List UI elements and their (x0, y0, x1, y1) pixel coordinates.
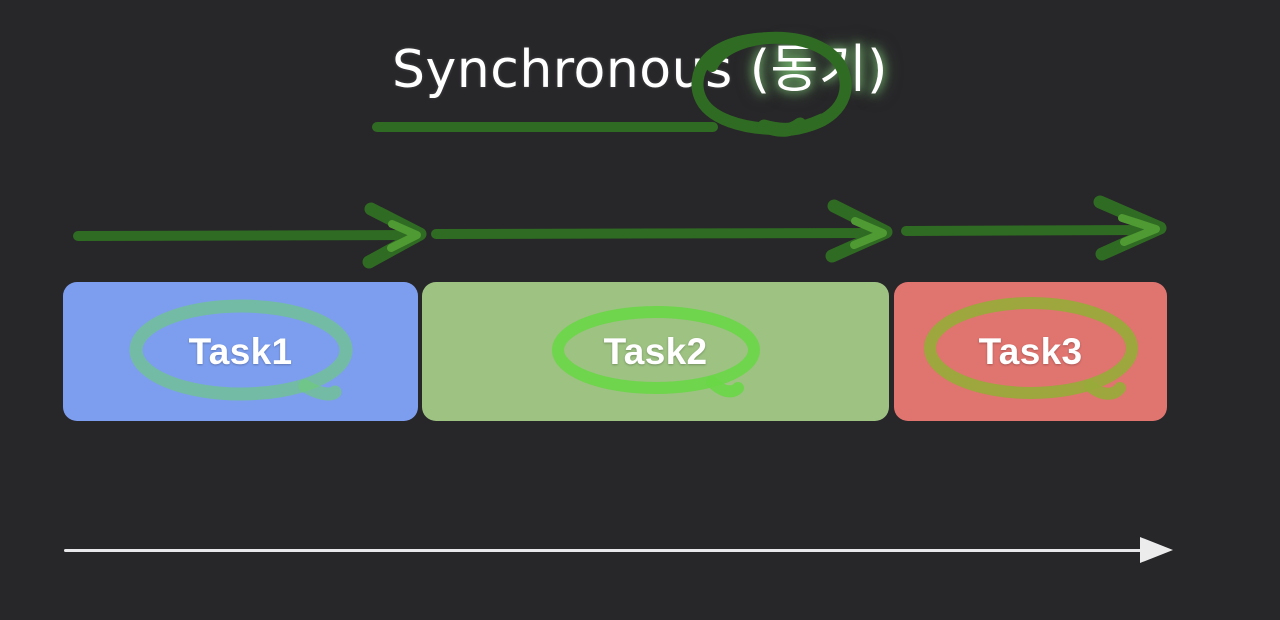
task-boxes-row: Task1 Task2 Task3 (63, 282, 1167, 421)
task-box-2[interactable]: Task2 (422, 282, 889, 421)
flow-arrow-2-head (825, 199, 893, 263)
task-label-3: Task3 (978, 330, 1083, 372)
task-label-1: Task1 (188, 330, 293, 372)
title-english: Synchronous (392, 40, 750, 100)
task-label-2: Task2 (603, 330, 708, 372)
title-korean: (동기) (749, 40, 888, 100)
flow-arrow-3-head (1093, 195, 1167, 261)
title-circle-annotation (691, 31, 852, 136)
flow-arrow-3-head-highlight (1118, 214, 1160, 246)
title-block: Synchronous (동기) (0, 40, 1280, 100)
flow-arrow-2 (431, 199, 893, 263)
time-axis-line (64, 549, 1149, 552)
flow-arrow-2-head-highlight (850, 217, 887, 249)
task-circle-annotation-1 (129, 299, 353, 401)
page-title: Synchronous (동기) (392, 40, 888, 100)
task-box-1[interactable]: Task1 (63, 282, 418, 421)
flow-arrow-1-head (362, 202, 427, 269)
flow-arrow-1 (73, 202, 427, 269)
flow-arrow-1-shaft (73, 230, 423, 241)
task-box-3[interactable]: Task3 (894, 282, 1167, 421)
flow-arrow-3 (901, 195, 1167, 261)
title-circle-tail (757, 113, 829, 137)
task-circle-annotation-3 (924, 297, 1138, 400)
flow-arrow-3-shaft (901, 225, 1150, 236)
flow-arrow-2-shaft (431, 228, 885, 239)
task-circle-annotation-2 (552, 306, 760, 398)
time-axis-arrowhead-icon (1140, 537, 1173, 563)
flow-arrow-1-head-highlight (387, 220, 421, 252)
